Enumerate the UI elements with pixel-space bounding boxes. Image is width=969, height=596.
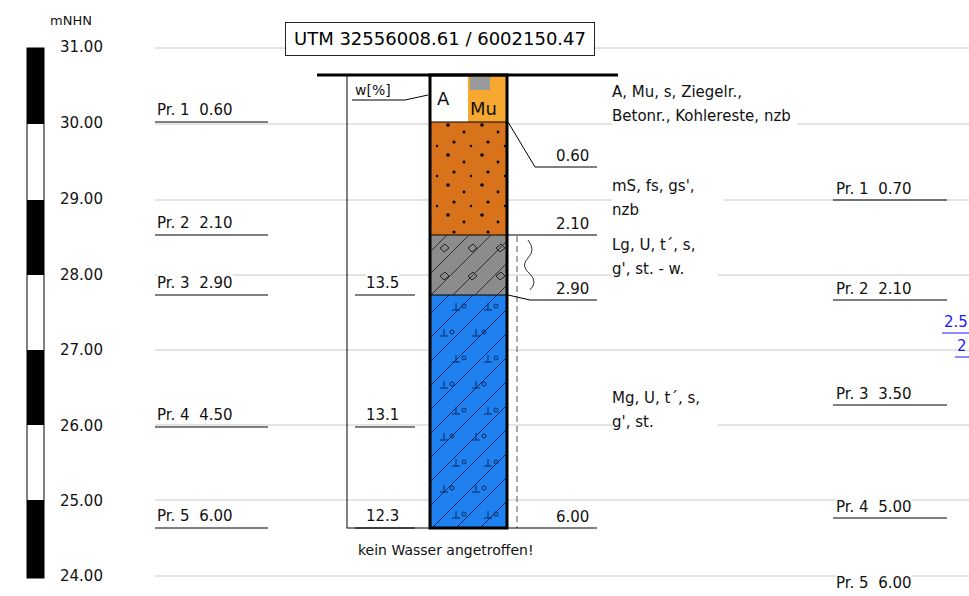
soil-symbol <box>440 485 454 492</box>
sample-label: Pr. 1 0.70 <box>836 180 912 198</box>
soil-symbol <box>484 407 498 414</box>
scale-value: 26.00 <box>60 417 103 435</box>
sample-label: Pr. 3 2.90 <box>157 274 233 292</box>
sample-label: Pr. 5 6.00 <box>157 507 233 525</box>
soil-symbol <box>472 433 486 440</box>
layer-description: mS, fs, gs', nzb <box>612 174 724 222</box>
soil-symbol <box>472 381 486 388</box>
soil-symbol <box>452 303 466 310</box>
leader-lines <box>155 95 947 528</box>
soil-symbol <box>440 272 449 280</box>
cut-off-value: 2 <box>957 337 967 355</box>
depth-value: 6.00 <box>556 508 589 526</box>
soil-symbol <box>440 329 454 336</box>
soil-symbol <box>484 355 498 362</box>
layer-description: A, Mu, s, Ziegelr., Betonr., Kohlereste,… <box>612 80 797 128</box>
axis-unit: mNHN <box>50 12 92 30</box>
water-content-box <box>347 75 430 528</box>
scale-bar <box>27 48 44 578</box>
water-content: 13.1 <box>366 406 399 424</box>
soil-symbol <box>484 303 498 310</box>
scale-value: 31.00 <box>60 38 103 56</box>
scale-value: 30.00 <box>60 114 103 132</box>
soil-symbol <box>468 272 477 280</box>
soil-symbol <box>472 485 486 492</box>
depth-value: 0.60 <box>556 147 589 165</box>
sample-label: Pr. 4 4.50 <box>157 406 233 424</box>
scale-value: 24.00 <box>60 567 103 585</box>
soil-symbol <box>468 244 477 252</box>
cut-off-value: 2.5 <box>944 313 968 331</box>
soil-symbol <box>452 459 466 466</box>
soil-symbol <box>484 511 498 518</box>
water-content: 13.5 <box>366 274 399 292</box>
depth-value: 2.10 <box>556 215 589 233</box>
depth-value: 2.90 <box>556 280 589 298</box>
coordinate-title: UTM 32556008.61 / 6002150.47 <box>285 22 595 56</box>
groundwater-note: kein Wasser angetroffen! <box>358 541 534 559</box>
soil-symbol <box>440 244 449 252</box>
scale-value: 28.00 <box>60 266 103 284</box>
sample-label: Pr. 2 2.10 <box>836 280 912 298</box>
ground-line <box>317 74 618 77</box>
dashed-line <box>517 236 518 528</box>
sample-label: Pr. 4 5.00 <box>836 498 912 516</box>
sample-label: Pr. 3 3.50 <box>836 385 912 403</box>
soil-symbol <box>484 459 498 466</box>
soil-symbol <box>440 433 454 440</box>
sample-label: Pr. 5 6.00 <box>836 574 912 592</box>
soil-symbol <box>472 329 486 336</box>
layer-description: Lg, U, t´, s, g', st. - w. <box>612 233 718 281</box>
soil-symbol <box>452 407 466 414</box>
column-header: w[%] <box>355 81 391 99</box>
soil-symbol <box>452 355 466 362</box>
grid-lines <box>155 48 969 576</box>
soil-symbol <box>496 244 505 252</box>
soil-column <box>430 75 507 528</box>
squiggle <box>524 240 534 290</box>
layer-code: A <box>437 88 449 110</box>
scale-value: 29.00 <box>60 190 103 208</box>
soil-symbol <box>452 511 466 518</box>
soil-symbol <box>440 381 454 388</box>
water-content: 12.3 <box>366 507 399 525</box>
sample-label: Pr. 2 2.10 <box>157 214 233 232</box>
sample-label: Pr. 1 0.60 <box>157 101 233 119</box>
blue-leader <box>942 333 969 357</box>
scale-value: 27.00 <box>60 341 103 359</box>
layer-code: Mu <box>470 98 497 120</box>
scale-value: 25.00 <box>60 492 103 510</box>
layer-description: Mg, U, t´, s, g', st. <box>612 386 718 434</box>
soil-symbol <box>496 272 505 280</box>
